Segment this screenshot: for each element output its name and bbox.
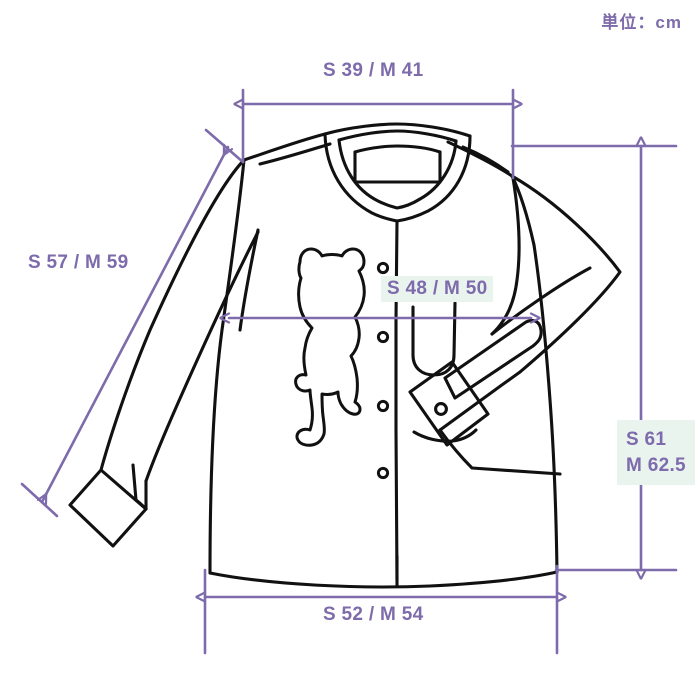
left-shoulder-seam — [242, 132, 327, 162]
right-shoulder-seam — [446, 140, 514, 178]
right-armhole-crease — [490, 176, 521, 336]
collar-inner-edge — [337, 138, 458, 210]
hem-line — [208, 570, 559, 589]
neck-facing-rectangle — [353, 150, 442, 184]
sleeve-tick-bottom — [20, 482, 59, 518]
bust-width-label: S 48 / M 50 — [381, 276, 494, 302]
left-body-side-seam — [208, 158, 246, 575]
front-button-4 — [376, 466, 390, 480]
right-sleeve-fold-upper — [490, 266, 592, 336]
sleeve-length-label: S 57 / M 59 — [28, 252, 129, 273]
front-button-3 — [376, 399, 390, 413]
garment-body-outline — [68, 122, 622, 589]
neck-facing-top — [353, 144, 442, 154]
garment-length-label-line2: M 62.5 — [626, 454, 686, 476]
sleeve-length-dimension — [20, 128, 245, 518]
right-yoke-crease — [461, 145, 510, 174]
garment-length-label: S 61 M 62.5 — [617, 420, 695, 486]
right-body-side-seam — [532, 243, 559, 574]
unit-label: 単位：cm — [601, 13, 682, 32]
left-sleeve-outer-seam — [99, 158, 246, 472]
front-button-group — [376, 261, 390, 480]
front-placket-line — [394, 219, 399, 582]
bear-graphic-icon — [294, 247, 366, 447]
left-yoke-crease — [258, 142, 332, 166]
right-cuff-band — [408, 360, 490, 447]
sleeve-tick-top — [204, 128, 245, 164]
garment-length-dimension — [510, 146, 678, 570]
left-armhole-crease — [238, 228, 260, 332]
shoulder-width-dimension — [243, 88, 513, 180]
collar-neckband — [337, 129, 458, 143]
front-button-1 — [376, 261, 390, 275]
right-cuff-lower-edge — [412, 428, 478, 443]
front-button-2 — [376, 330, 390, 344]
garment-length-label-line1: S 61 — [626, 429, 667, 450]
bear-silhouette — [294, 247, 366, 447]
chest-pocket — [411, 301, 457, 377]
left-cuff-placket-line — [131, 463, 138, 502]
shoulder-width-label: S 39 / M 41 — [323, 60, 424, 81]
collar-top-edge — [323, 122, 472, 138]
right-sleeve-upper-outer — [510, 174, 622, 374]
right-sleeve-lower-outer — [438, 370, 522, 432]
sleeve-arrow — [42, 147, 228, 502]
hem-width-label: S 52 / M 54 — [323, 604, 424, 625]
hem-width-dimension — [205, 564, 557, 655]
right-cuff-button — [434, 402, 448, 416]
